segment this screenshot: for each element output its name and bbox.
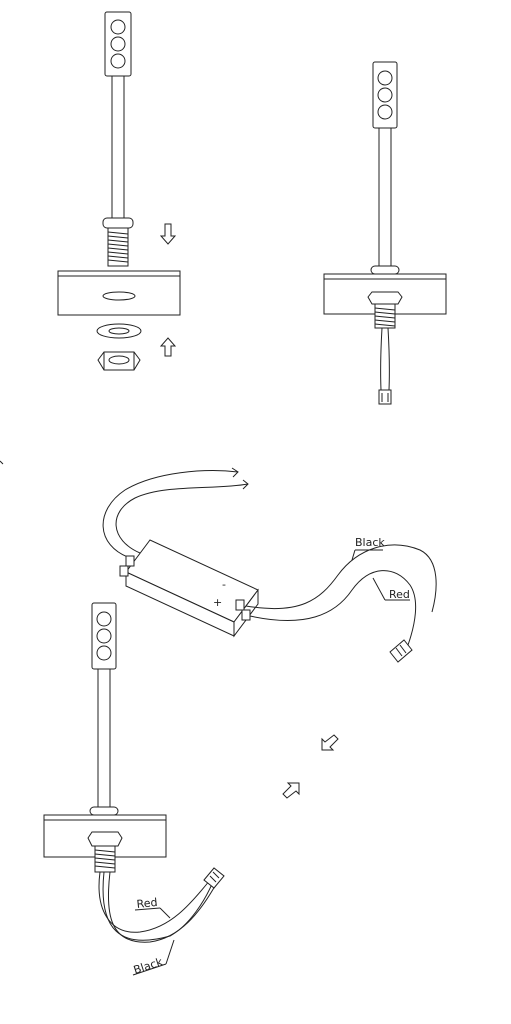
red-wire-label-top: Red: [389, 588, 410, 601]
input-wires: [102, 467, 249, 559]
minus-label: -: [222, 578, 226, 591]
led-driver-box: - +: [119, 539, 259, 638]
lamp-exploded-view: [57, 11, 181, 371]
arrow-up-icon: [159, 337, 177, 357]
output-wires: Black Red: [245, 536, 437, 663]
lamp-wired-view: Red Black: [43, 602, 225, 977]
lamp-assembled-view: [323, 61, 447, 405]
edge-mark: [0, 460, 4, 465]
black-wire-label-bottom: Black: [132, 955, 165, 977]
arrow-down-icon: [159, 223, 177, 245]
black-wire-label-top: Black: [355, 536, 385, 549]
arrow-diagonal-down-left-icon: [321, 734, 339, 751]
red-wire-label-bottom: Red: [136, 896, 158, 911]
arrow-diagonal-up-right-icon: [282, 782, 300, 799]
plus-label: +: [213, 596, 222, 609]
